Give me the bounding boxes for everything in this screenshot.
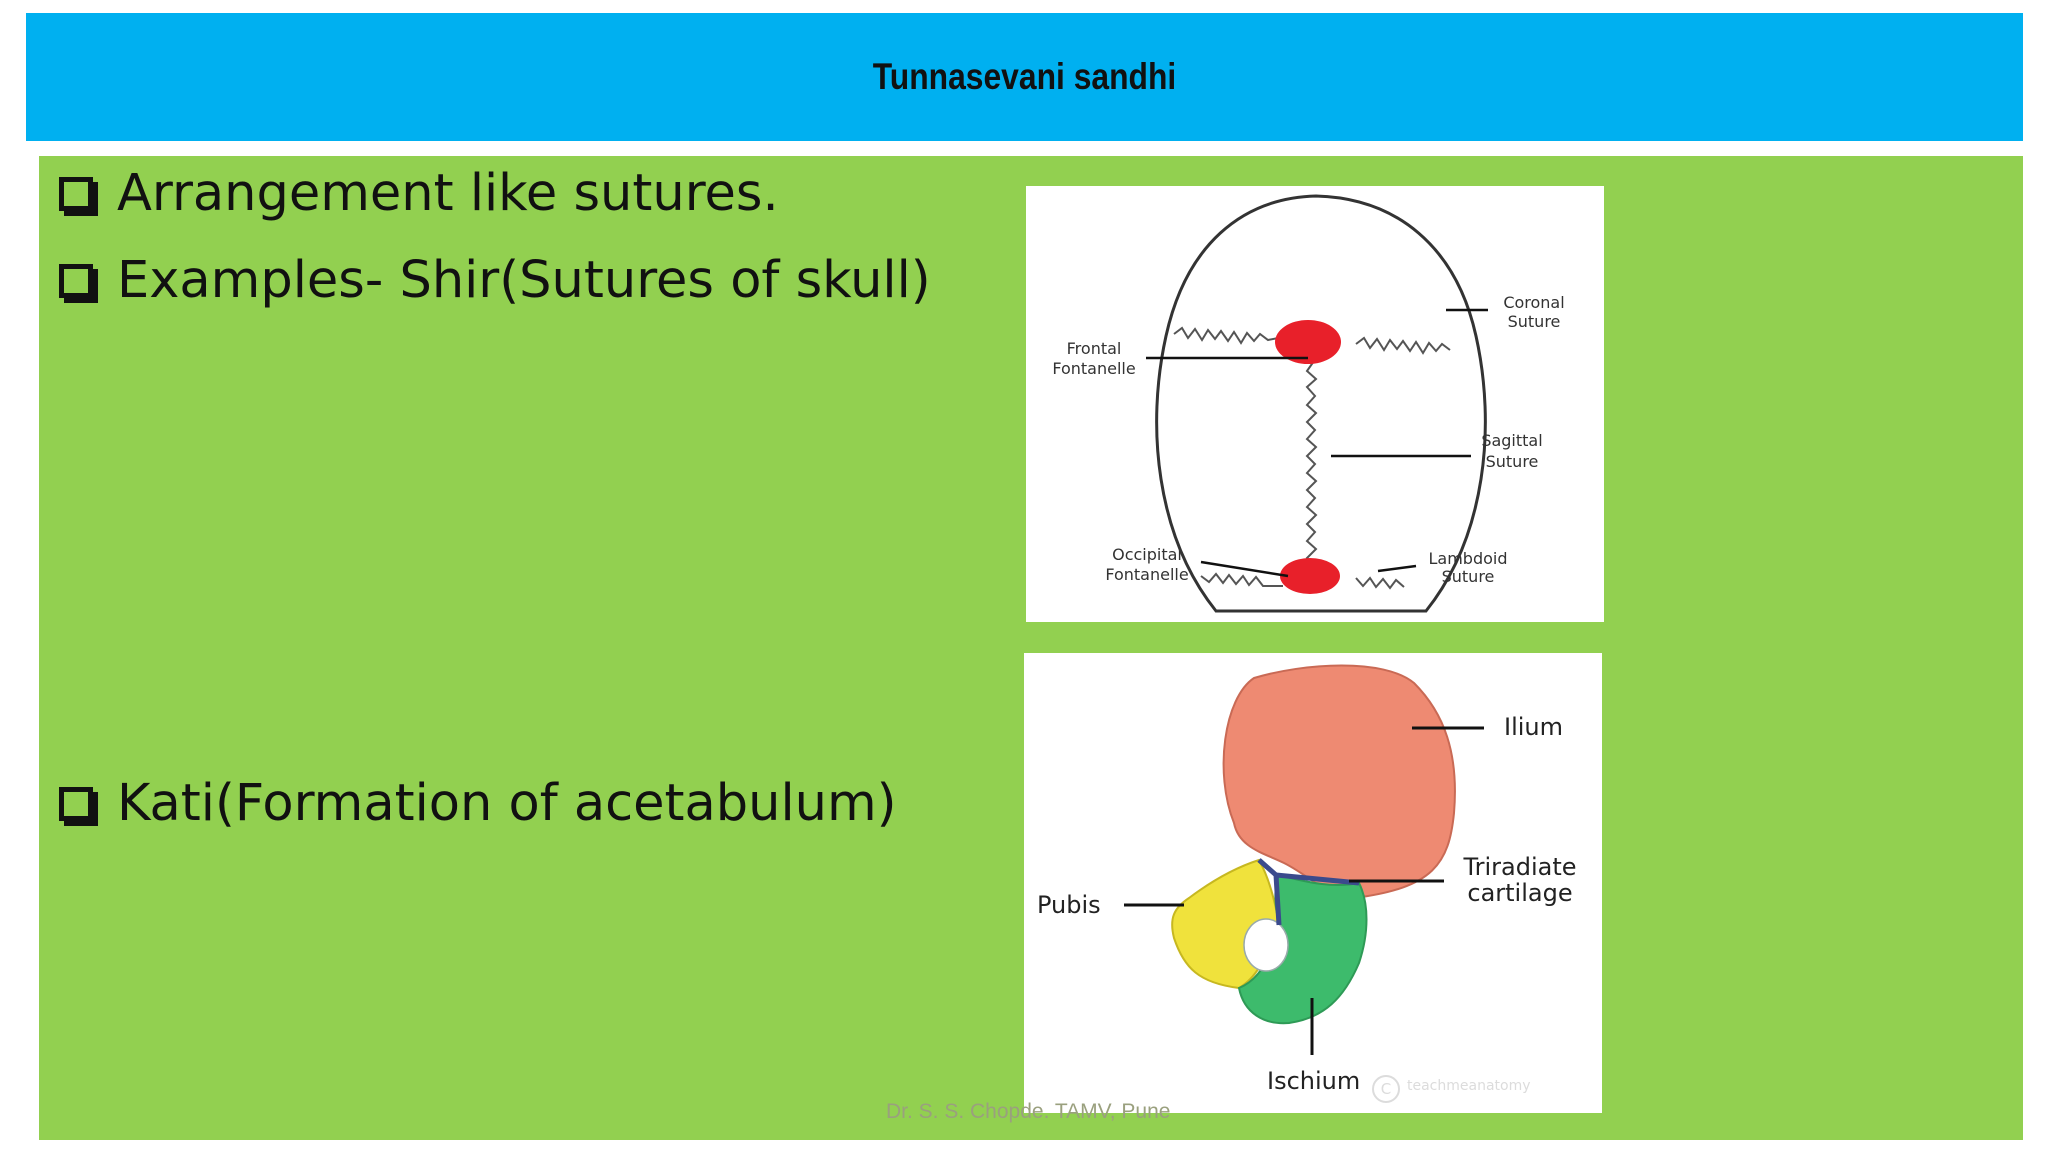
footer-credit: Dr. S. S. Chopde. TAMV, Pune xyxy=(886,1100,1171,1123)
skull-diagram: Frontal Fontanelle Coronal Suture Sagitt… xyxy=(1052,194,1565,613)
ilium-bone xyxy=(1222,664,1456,900)
pubis-label: Pubis xyxy=(1037,891,1101,919)
sagittal-suture-line xyxy=(1305,360,1318,577)
copyright-icon xyxy=(1372,1075,1400,1103)
acetabulum-image: Ilium Triradiate cartilage Pubis Ischium… xyxy=(1024,653,1602,1113)
sagittal-label: Sagittal xyxy=(1481,431,1542,450)
triradiate-label: Triradiate xyxy=(1462,853,1576,881)
bullet-item: Arrangement like sutures. xyxy=(59,164,779,223)
ischium-label: Ischium xyxy=(1267,1067,1360,1095)
triradiate-cartilage xyxy=(1257,858,1360,926)
bullet-text: Arrangement like sutures. xyxy=(117,164,779,223)
frontal-label: Frontal xyxy=(1067,339,1122,358)
occipital-fontanelle xyxy=(1280,558,1340,594)
pelvis-diagram: Ilium Triradiate cartilage Pubis Ischium… xyxy=(1037,664,1577,1103)
watermark-text: teachmeanatomy xyxy=(1407,1078,1531,1094)
lambdoid-label: Lambdoid xyxy=(1428,549,1507,568)
obturator-foramen xyxy=(1243,918,1289,972)
bullet-item: Kati(Formation of acetabulum) xyxy=(59,774,897,833)
skull-sutures-image: Frontal Fontanelle Coronal Suture Sagitt… xyxy=(1026,186,1604,622)
checkbox-bullet-icon xyxy=(59,263,98,303)
coronal-label-2: Suture xyxy=(1508,312,1561,331)
coronal-suture-line xyxy=(1173,326,1451,355)
checkbox-bullet-icon xyxy=(59,176,98,216)
svg-text:C: C xyxy=(1381,1080,1391,1098)
sagittal-label-2: Suture xyxy=(1486,452,1539,471)
slide-title: Tunnasevani sandhi xyxy=(872,56,1177,97)
lambdoid-suture-line xyxy=(1200,572,1405,590)
title-bar: Tunnasevani sandhi xyxy=(26,13,2023,141)
coronal-label: Coronal xyxy=(1503,293,1564,312)
occipital-label-2: Fontanelle xyxy=(1105,565,1188,584)
ilium-label: Ilium xyxy=(1504,713,1563,741)
occipital-label: Occipital xyxy=(1112,545,1182,564)
bullet-text: Kati(Formation of acetabulum) xyxy=(117,774,897,833)
checkbox-bullet-icon xyxy=(59,786,98,826)
bullet-text: Examples- Shir(Sutures of skull) xyxy=(117,251,931,310)
lambdoid-label-2: Suture xyxy=(1442,567,1495,586)
triradiate-label-2: cartilage xyxy=(1467,879,1572,907)
bullet-item: Examples- Shir(Sutures of skull) xyxy=(59,251,931,310)
frontal-fontanelle xyxy=(1275,320,1341,364)
frontal-label-2: Fontanelle xyxy=(1052,359,1135,378)
skull-outline xyxy=(1155,194,1487,613)
